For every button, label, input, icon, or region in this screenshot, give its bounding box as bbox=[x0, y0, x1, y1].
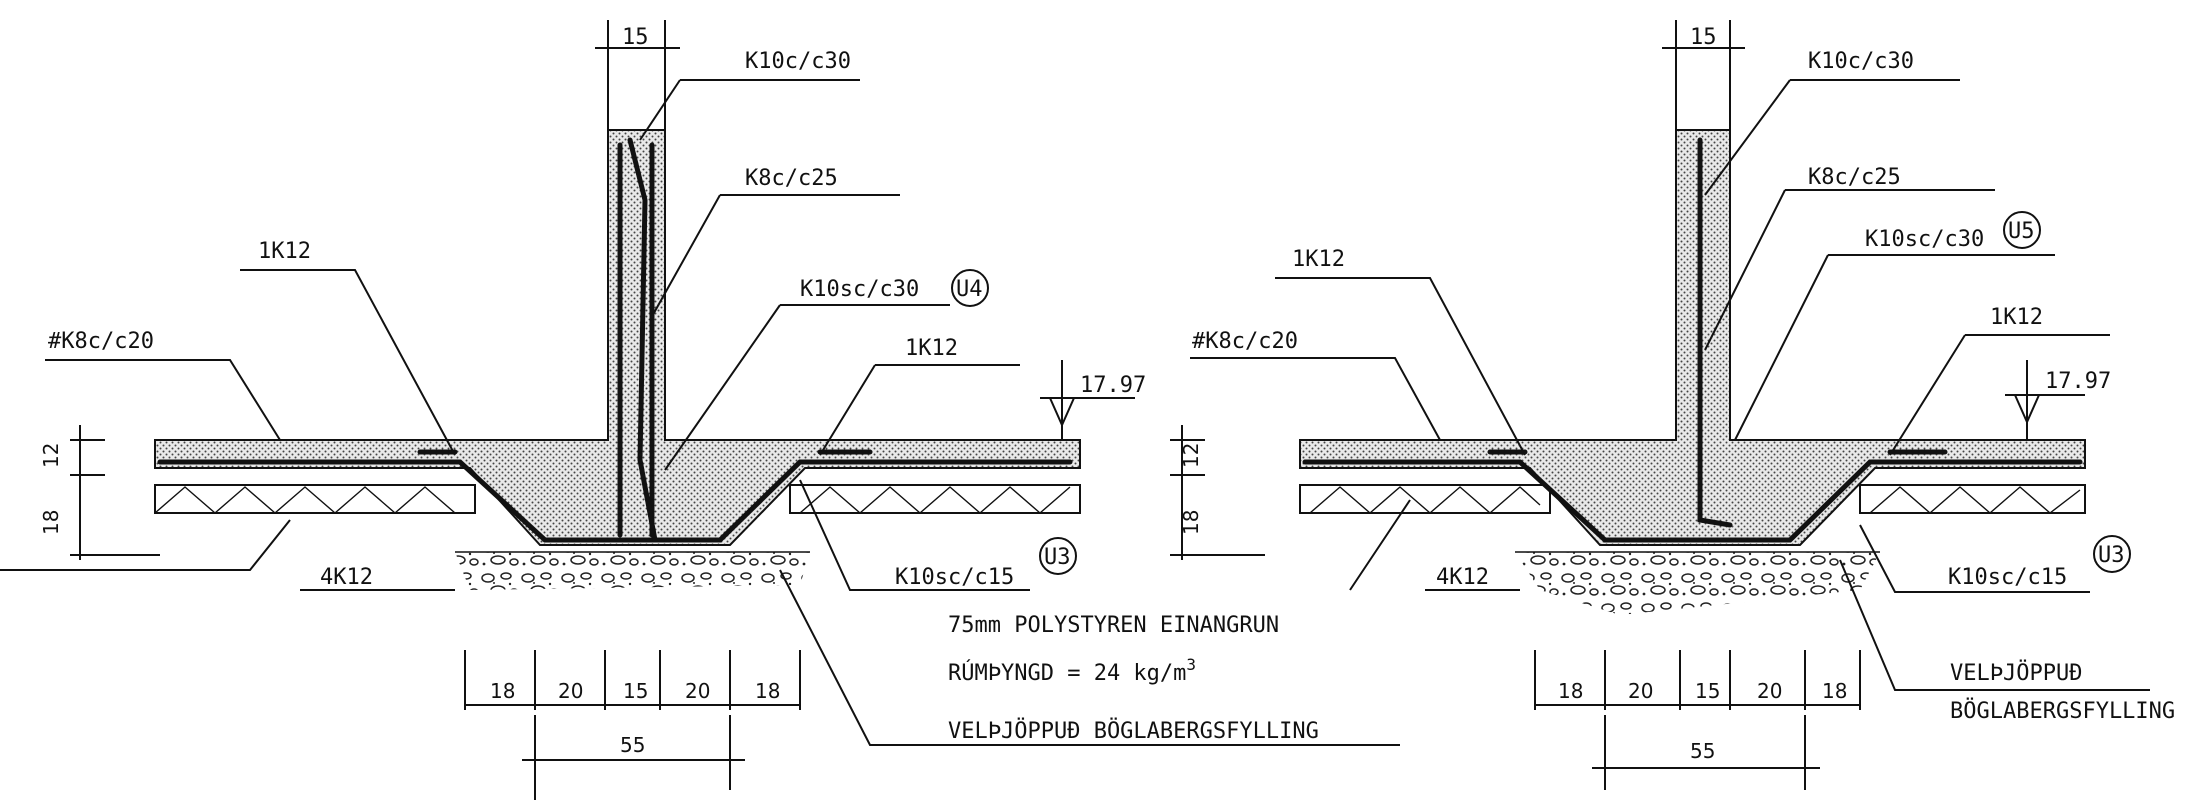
leader-fill-right bbox=[1839, 559, 2150, 691]
dim-bottom-left-4: 18 bbox=[755, 679, 780, 703]
bottom-reinforcement-left bbox=[157, 459, 1073, 543]
note-fill-left: VELÞJÖPPUÐ BÖGLABERGSFYLLING bbox=[948, 718, 1319, 744]
dim-bottom-lines-left bbox=[464, 650, 801, 710]
label-1k12-right-b: 1K12 bbox=[1990, 305, 2043, 330]
leader-stirrup-left bbox=[649, 194, 900, 321]
label-4k12-right: 4K12 bbox=[1436, 565, 1489, 590]
dim-ins-left: 18 bbox=[39, 510, 63, 535]
dim-bottom-left-2: 15 bbox=[623, 679, 648, 703]
leader-diag-right bbox=[1734, 254, 2055, 441]
label-lower-diag-right: K10sc/c15 bbox=[1948, 565, 2067, 590]
dim-wall-lines-right bbox=[1662, 20, 1745, 140]
dim-slab-left: 12 bbox=[39, 443, 63, 468]
dim-ins-right: 18 bbox=[1179, 510, 1203, 535]
detail-left: 15 K10c/c30 K8c/c25 1K12 #K8c/c20 K10sc/… bbox=[0, 20, 1146, 800]
insulation-hatch-left-a bbox=[154, 486, 456, 514]
dim-wall-lines-left bbox=[595, 20, 680, 140]
label-stirrup-left: K8c/c25 bbox=[745, 166, 838, 191]
insulation-right-b bbox=[1859, 484, 2086, 514]
dim-wall-text-left: 15 bbox=[622, 25, 649, 50]
dim-bottom-right-0: 18 bbox=[1558, 679, 1583, 703]
dim-bottom-lines-right bbox=[1534, 650, 1861, 710]
tag-u4: U4 bbox=[956, 277, 983, 302]
tag-circle-u5 bbox=[2003, 211, 2041, 249]
dim-total-lines-right bbox=[1592, 715, 1820, 790]
dim-total-lines-left bbox=[522, 715, 745, 800]
tag-u5: U5 bbox=[2008, 219, 2035, 244]
leader-diag-left bbox=[664, 304, 950, 471]
leader-lower-diag-right bbox=[1859, 524, 2090, 593]
dim-wall-text-right: 15 bbox=[1690, 25, 1717, 50]
label-4k12-left: 4K12 bbox=[320, 565, 373, 590]
note-fill-right-1: VELÞJÖPPUÐ bbox=[1950, 660, 2082, 686]
tag-u3-left: U3 bbox=[1044, 545, 1071, 570]
leader-mesh-right bbox=[1190, 357, 1441, 441]
dim-vertical-right bbox=[1170, 425, 1265, 560]
dim-bottom-right-2: 15 bbox=[1695, 679, 1720, 703]
tag-circle-u3-left bbox=[1039, 537, 1077, 575]
label-lower-diag-left: K10sc/c15 bbox=[895, 565, 1014, 590]
wall-hook-left bbox=[627, 137, 658, 543]
detail-right: 15 K10c/c30 K8c/c25 K10sc/c30 U5 1K12 #K… bbox=[1170, 20, 2175, 790]
leader-1k12-left-b bbox=[819, 364, 1020, 456]
bottom-reinforcement-right bbox=[1302, 459, 2083, 543]
dim-total-right: 55 bbox=[1690, 739, 1715, 763]
dim-total-left: 55 bbox=[620, 733, 645, 757]
leader-lower-diag-left bbox=[799, 479, 1030, 591]
tag-u3-right: U3 bbox=[2098, 543, 2125, 568]
dim-vertical-left bbox=[70, 425, 160, 560]
leader-1k12-right-a bbox=[1275, 277, 1526, 456]
gravel-fill-right bbox=[1515, 552, 1880, 615]
label-diag-right: K10sc/c30 bbox=[1865, 227, 1984, 252]
level-left: 17.97 bbox=[1080, 373, 1146, 398]
dim-bottom-right-3: 20 bbox=[1757, 679, 1782, 703]
note-insulation: 75mm POLYSTYREN EINANGRUN bbox=[948, 613, 1279, 638]
label-mesh-right: #K8c/c20 bbox=[1192, 329, 1298, 354]
label-stirrup-right: K8c/c25 bbox=[1808, 165, 1901, 190]
concrete-section-right bbox=[1299, 129, 2086, 546]
dim-slab-right: 12 bbox=[1179, 443, 1203, 468]
wall-reinforcement-right bbox=[1697, 137, 1733, 528]
insulation-hatch-right-b bbox=[1869, 486, 2081, 514]
dim-bottom-left-1: 20 bbox=[558, 679, 583, 703]
label-1k12-left-b: 1K12 bbox=[905, 336, 958, 361]
tag-circle-u3-right bbox=[2093, 535, 2131, 573]
leader-ins-right bbox=[1349, 499, 1411, 591]
leader-1k12-right-b bbox=[1889, 334, 2110, 456]
leader-stirrup-right bbox=[1704, 189, 1995, 351]
leader-wall-top-right bbox=[1704, 79, 1960, 196]
label-mesh-left: #K8c/c20 bbox=[48, 329, 154, 354]
tag-circle-u4 bbox=[951, 269, 989, 307]
level-marker-left bbox=[1040, 360, 1135, 440]
leader-ins-left bbox=[0, 519, 291, 571]
dim-bottom-right-1: 20 bbox=[1628, 679, 1653, 703]
dim-bottom-left-0: 18 bbox=[490, 679, 515, 703]
insulation-hatch-left-b bbox=[799, 486, 1071, 514]
insulation-hatch-right-a bbox=[1309, 486, 1541, 514]
leader-mesh-left bbox=[45, 359, 281, 441]
dim-bottom-left-3: 20 bbox=[685, 679, 710, 703]
leader-fill-left bbox=[779, 569, 1400, 746]
wall-reinforcement-left bbox=[617, 142, 655, 538]
leader-wall-top-left bbox=[639, 79, 860, 141]
gravel-fill-left bbox=[455, 552, 810, 590]
dim-bottom-right-4: 18 bbox=[1822, 679, 1847, 703]
label-diag-left: K10sc/c30 bbox=[800, 277, 919, 302]
note-density: RÚMÞYNGD = 24 kg/m3 bbox=[948, 655, 1196, 686]
level-right: 17.97 bbox=[2045, 369, 2111, 394]
label-1k12-right-a: 1K12 bbox=[1292, 247, 1345, 272]
label-wall-top-left: K10c/c30 bbox=[745, 49, 851, 74]
leader-1k12-left-a bbox=[240, 269, 456, 456]
note-fill-right-2: BÖGLABERGSFYLLING bbox=[1950, 698, 2175, 724]
level-marker-right bbox=[2005, 360, 2085, 440]
insulation-left-b bbox=[789, 484, 1081, 514]
label-1k12-left-a: 1K12 bbox=[258, 239, 311, 264]
label-wall-top-right: K10c/c30 bbox=[1808, 49, 1914, 74]
